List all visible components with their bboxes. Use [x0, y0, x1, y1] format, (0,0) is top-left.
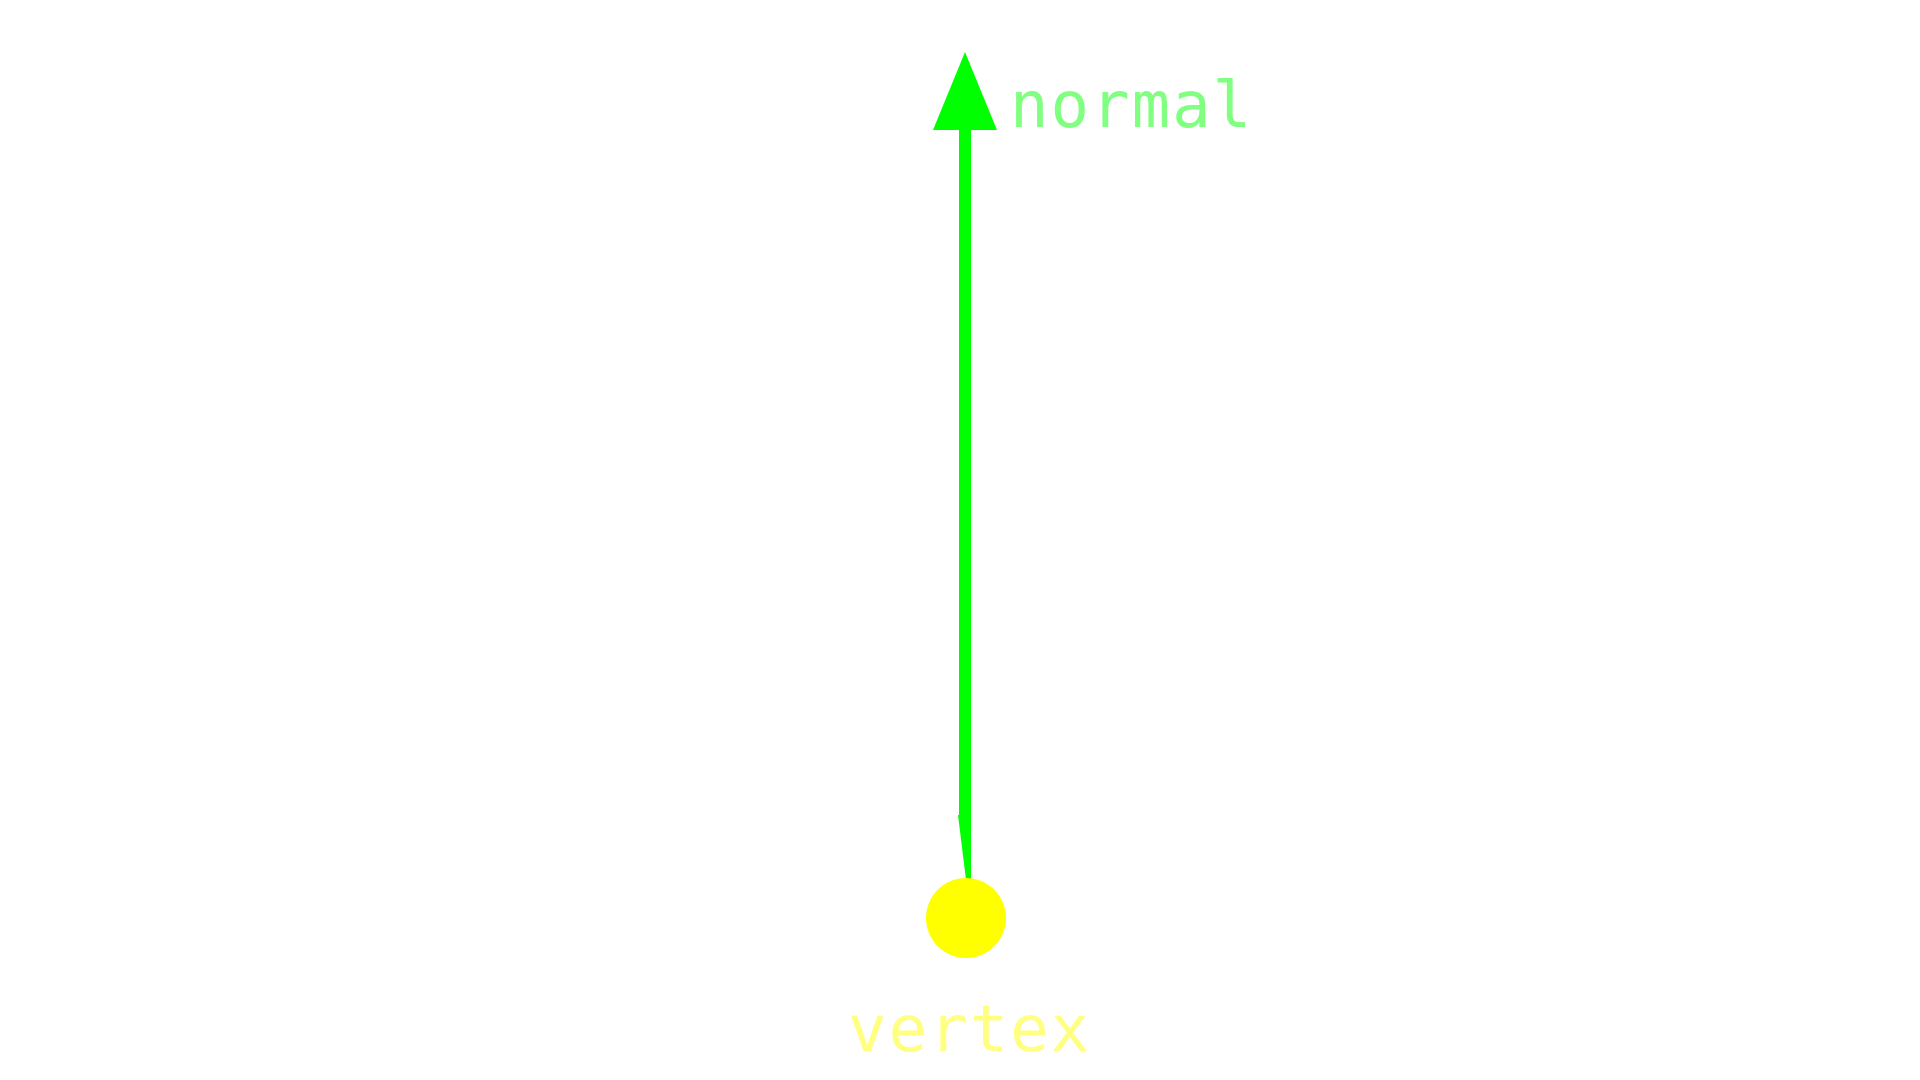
vertex-point	[926, 878, 1006, 958]
vertex-label: vertex	[848, 993, 1092, 1067]
normal-label: normal	[1010, 69, 1254, 143]
normal-arrow-head	[933, 52, 997, 130]
normal-arrow-shaft	[958, 126, 971, 880]
